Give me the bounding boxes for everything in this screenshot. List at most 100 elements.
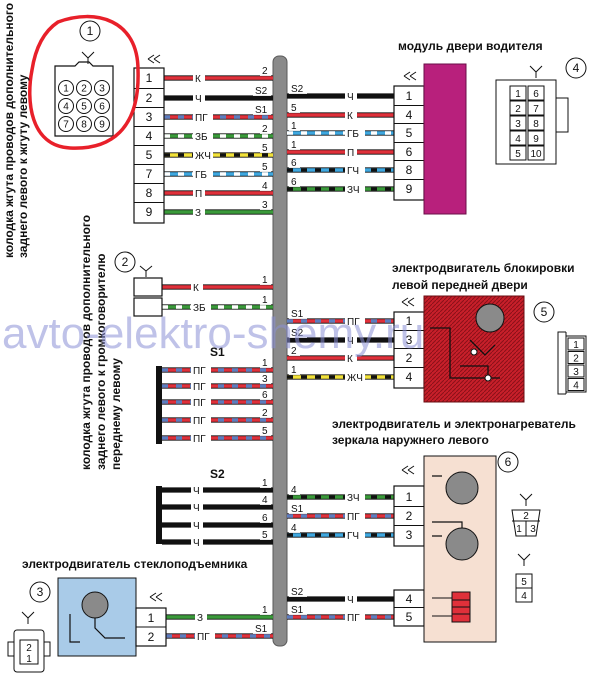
c4-wire-9: ЗЧ 6 (287, 176, 394, 196)
component-6-mirror: электродвигатель и электронагреватель зе… (332, 415, 580, 643)
c6-wire-2-code: ПГ (347, 512, 360, 523)
c1-wire-8-code: П (195, 189, 202, 200)
c1-wire-1-end: 2 (262, 66, 268, 77)
c6-housing-pin-2: 2 (523, 511, 529, 522)
c4-housing-pin-5: 5 (515, 149, 521, 160)
c3-wire-2-code: ПГ (197, 632, 210, 643)
c2-wire-1: К1 (162, 274, 273, 294)
c2-wire-1-code: К (193, 283, 199, 294)
component-1-number (79, 20, 101, 42)
c1-pin-1: 1 (146, 71, 153, 85)
component-6-label: электродвигатель и электронагреватель зе… (332, 415, 580, 447)
c6-wire-1-code: ЗЧ (347, 493, 360, 504)
component-2-label: колодка жгута проводов дополнительного з… (77, 210, 123, 470)
c3-wire-2-end: S1 (255, 624, 268, 635)
c1-wire-2-code: Ч (195, 94, 202, 105)
c1-wire-3-end: S1 (255, 105, 268, 116)
splice-s1-label: S1 (210, 345, 225, 359)
s1-wire-4-code: ПГ (193, 416, 206, 427)
s2-wire-3-code: Ч (193, 521, 200, 532)
c1-wire-4: ЗБ2 (164, 123, 273, 143)
s2-wire-1-end: 1 (262, 478, 268, 489)
c6-wire-4: Ч S2 (287, 586, 394, 606)
c6-wire-2: ПГ S1 (287, 503, 394, 523)
s1-wire-3: ПГ6 (162, 389, 273, 409)
c1-housing-pin-3: 3 (99, 84, 105, 95)
c4-wire-5-code: ГБ (347, 129, 359, 140)
wire-layer: К2ЧS2ПГS1ЗБ2ЖЧ5ГБ5П4З3К1ЗБ1ПГ1ПГ3ПГ6ПГ2П… (162, 65, 394, 643)
c4-pin-5: 5 (406, 126, 413, 140)
s2-wire-2: Ч4 (162, 494, 273, 514)
c6-pin-5: 5 (406, 610, 413, 624)
s1-wire-5-end: 5 (262, 426, 268, 437)
c4-housing-pin-10: 10 (530, 149, 542, 160)
c5-pin-1: 1 (406, 314, 413, 328)
s1-wire-5-code: ПГ (193, 434, 206, 445)
c6-wire-5-code: ПГ (347, 613, 360, 624)
c2-wire-1-end: 1 (262, 275, 268, 286)
s1-wire-2-code: ПГ (193, 382, 206, 393)
c3-wire-2: ПГ S1 (166, 623, 273, 643)
s2-wire-4-end: 5 (262, 530, 268, 541)
c5-wire-2: К2 (287, 345, 394, 365)
s2-wire-2-code: Ч (193, 503, 200, 514)
c6-housing-pin-4: 4 (521, 591, 527, 602)
c1-wire-1: К2 (164, 65, 273, 85)
c1-wire-9-code: З (195, 208, 201, 219)
c4-housing-pin-8: 8 (533, 119, 539, 130)
c5-pin-3: 3 (406, 333, 413, 347)
component-5-label: электродвигатель блокировки левой передн… (392, 259, 579, 292)
c2-wire-2-end: 1 (262, 295, 268, 306)
c3-pin-1: 1 (148, 611, 155, 625)
c4-wire-9-end: 6 (291, 177, 297, 188)
c4-wire-6-code: П (347, 148, 354, 159)
component-6-number-text: 6 (505, 455, 512, 469)
c1-pin-4: 4 (146, 129, 153, 143)
c1-pin-2: 2 (146, 91, 153, 105)
c6-pin-1: 1 (406, 490, 413, 504)
component-4-label: модуль двери водителя (398, 39, 543, 53)
s1-wire-3-code: ПГ (193, 398, 206, 409)
c1-housing-pin-4: 4 (63, 102, 69, 113)
component-3-number (29, 581, 51, 603)
component-1-label: колодка жгута проводов дополнительного з… (0, 0, 30, 258)
c4-wire-4-code: К (347, 111, 353, 122)
c4-wire-1-code: Ч (347, 92, 354, 103)
c5-wire-2-code: К (347, 354, 353, 365)
c6-wire-3-code: ГЧ (347, 531, 359, 542)
component-3-window-motor: электродвигатель стеклоподъемника 1 2 3 … (7, 557, 248, 673)
c2-wire-2: ЗБ1 (162, 294, 273, 314)
component-5-number (533, 301, 555, 323)
c6-wire-4-code: Ч (347, 595, 354, 606)
component-2-number-text: 2 (122, 255, 129, 269)
c4-pin-1: 1 (406, 89, 413, 103)
c1-wire-9-end: 3 (262, 200, 268, 211)
c6-wire-4-end: S2 (291, 587, 304, 598)
c1-housing-pin-6: 6 (99, 102, 105, 113)
c4-wire-4-end: 5 (291, 103, 297, 114)
c4-wire-8-code: ГЧ (347, 166, 359, 177)
c5-wire-3: ЧS2 (287, 327, 394, 347)
c1-pin-7: 7 (146, 167, 153, 181)
c4-wire-9-code: ЗЧ (347, 185, 360, 196)
c1-pin-8: 8 (146, 186, 153, 200)
c5-housing-pin-4: 4 (573, 381, 579, 392)
s2-wire-1: Ч1 (162, 477, 273, 497)
s2-wire-1-code: Ч (193, 486, 200, 497)
component-6-number (497, 451, 519, 473)
c6-housing-pin-1: 1 (516, 524, 522, 535)
component-4-number (565, 57, 587, 79)
c6-wire-2-end: S1 (291, 504, 304, 515)
c1-wire-4-code: ЗБ (195, 132, 208, 143)
c4-housing-pin-9: 9 (533, 134, 539, 145)
c1-wire-8: П4 (164, 180, 273, 200)
c6-pin-4: 4 (406, 592, 413, 606)
c6-housing-pin-3: 3 (530, 524, 536, 535)
s2-wire-4: Ч5 (162, 529, 273, 549)
